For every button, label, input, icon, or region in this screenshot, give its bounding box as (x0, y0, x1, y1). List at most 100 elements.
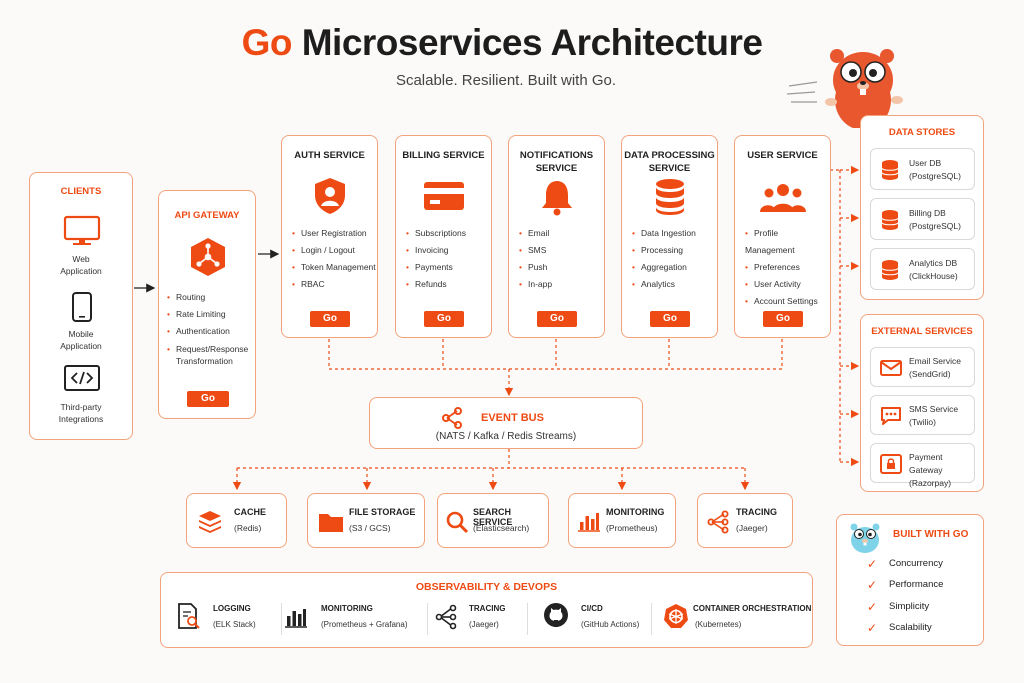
infra-sub: (Jaeger) (736, 523, 768, 533)
data-store-card: Analytics DB (ClickHouse) (870, 248, 975, 290)
infra-sub: (S3 / GCS) (349, 523, 391, 533)
external-service-card: Payment Gateway (Razorpay) (870, 443, 975, 488)
page-title: Go Microservices Architecture (0, 22, 1004, 64)
observability-item-title: CONTAINER ORCHESTRATION (693, 604, 812, 613)
data-store-label: User DB (PostgreSQL) (909, 158, 961, 181)
service-feature: Payments (406, 259, 466, 276)
observability-item-title: MONITORING (321, 604, 373, 613)
external-service-card: Email Service (SendGrid) (870, 347, 975, 387)
service-feature-list: Subscriptions Invoicing Payments Refunds (406, 225, 466, 293)
service-card-data-processing: DATA PROCESSING SERVICE Data Ingestion P… (621, 135, 718, 338)
service-feature: Data Ingestion (632, 225, 696, 242)
gateway-feature: Routing (167, 289, 248, 306)
layers-icon (199, 511, 221, 533)
infra-title: TRACING (736, 507, 777, 517)
external-service-card: SMS Service (Twilio) (870, 395, 975, 435)
payment-lock-icon (880, 454, 902, 474)
service-card-user: USER SERVICE Profile Management Preferen… (734, 135, 831, 338)
service-title: DATA PROCESSING SERVICE (624, 150, 715, 174)
api-gateway-panel: API GATEWAY Routing Rate Limiting Authen… (158, 190, 256, 419)
gopher-mascot-icon (825, 49, 903, 128)
database-icon (656, 179, 684, 215)
title-go: Go (241, 22, 293, 63)
service-go-badge: Go (424, 311, 464, 327)
client-item-web: Web Application (60, 254, 102, 276)
observability-item-title: CI/CD (581, 604, 603, 613)
infra-sub: (Prometheus) (606, 523, 658, 533)
built-with-go-panel: BUILT WITH GO ✓ Concurrency ✓ Performanc… (836, 514, 984, 646)
built-with-go-title: BUILT WITH GO (893, 529, 969, 540)
service-feature: Preferences (745, 259, 830, 276)
folder-icon (319, 514, 343, 532)
data-store-label: Billing DB (PostgreSQL) (909, 208, 961, 231)
github-icon (544, 603, 568, 627)
service-go-badge: Go (310, 311, 350, 327)
database-icon (881, 210, 899, 230)
external-services-title: EXTERNAL SERVICES (871, 326, 973, 337)
bell-icon (542, 181, 572, 216)
bar-chart-icon (285, 609, 307, 628)
observability-item-sub: (ELK Stack) (213, 620, 256, 629)
infra-title: SEARCH SERVICE (473, 507, 513, 527)
observability-item-sub: (Jaeger) (469, 620, 499, 629)
clients-panel: CLIENTS Web Application Mobile Applicati… (29, 172, 133, 440)
service-go-badge: Go (650, 311, 690, 327)
infra-card-file-storage: FILE STORAGE (S3 / GCS) (307, 493, 425, 548)
gateway-feature: Authentication (167, 323, 248, 340)
observability-item-monitoring: MONITORING (Prometheus + Grafana) (285, 600, 425, 638)
infra-card-tracing: TRACING (Jaeger) (697, 493, 793, 548)
service-feature: Refunds (406, 276, 466, 293)
shield-user-icon (315, 178, 345, 214)
infra-title: FILE STORAGE (349, 507, 416, 517)
check-icon: ✓ (867, 621, 878, 635)
observability-item-title: LOGGING (213, 604, 251, 613)
observability-item-cicd: CI/CD (GitHub Actions) (543, 600, 643, 638)
infra-title: CACHE (234, 507, 267, 517)
api-gateway-title: API GATEWAY (174, 210, 240, 221)
database-icon (881, 160, 899, 180)
observability-item-sub: (Prometheus + Grafana) (321, 620, 408, 629)
service-feature: SMS (519, 242, 552, 259)
divider (281, 603, 282, 635)
service-title: AUTH SERVICE (294, 150, 365, 161)
service-feature: Account Settings (745, 293, 830, 310)
service-card-auth: AUTH SERVICE User Registration Login / L… (281, 135, 378, 338)
built-with-go-item-label: Performance (889, 579, 944, 590)
clients-title: CLIENTS (60, 186, 102, 197)
gateway-go-badge: Go (187, 391, 229, 407)
service-title: USER SERVICE (747, 150, 818, 161)
share-nodes-icon (707, 510, 729, 534)
service-go-badge: Go (537, 311, 577, 327)
service-feature: Aggregation (632, 259, 696, 276)
users-icon (760, 184, 806, 212)
divider (427, 603, 428, 635)
service-feature: Profile Management (745, 225, 830, 259)
external-services-panel: EXTERNAL SERVICES Email Service (SendGri… (860, 314, 984, 492)
service-feature: In-app (519, 276, 552, 293)
built-with-go-item-label: Scalability (889, 622, 932, 633)
gopher-icon (850, 523, 880, 553)
data-stores-panel: DATA STORES User DB (PostgreSQL) Billing… (860, 115, 984, 300)
divider (527, 603, 528, 635)
observability-item-sub: (Kubernetes) (695, 620, 742, 629)
observability-item-container-orchestration: CONTAINER ORCHESTRATION (Kubernetes) (663, 600, 812, 638)
service-feature: Processing (632, 242, 696, 259)
external-service-label: SMS Service (Twilio) (909, 404, 959, 427)
divider (651, 603, 652, 635)
service-feature: Analytics (632, 276, 696, 293)
gateway-feature-list: Routing Rate Limiting Authentication Req… (167, 289, 248, 367)
service-feature: Push (519, 259, 552, 276)
infra-sub: (Elasticsearch) (473, 523, 530, 533)
external-service-label: Email Service (SendGrid) (909, 356, 961, 379)
client-item-mobile: Mobile Application (60, 329, 102, 351)
service-title: NOTIFICATIONS SERVICE (519, 150, 594, 174)
infra-card-search-service: SEARCH SERVICE (Elasticsearch) (437, 493, 549, 548)
client-item-third-party: Third-party Integrations (58, 402, 104, 424)
service-feature-list: User Registration Login / Logout Token M… (292, 225, 376, 293)
service-feature-list: Data Ingestion Processing Aggregation An… (632, 225, 696, 293)
service-feature: Invoicing (406, 242, 466, 259)
motion-lines (786, 81, 818, 103)
database-icon (881, 260, 899, 280)
service-go-badge: Go (763, 311, 803, 327)
event-bus-panel: EVENT BUS (NATS / Kafka / Redis Streams) (369, 397, 643, 449)
